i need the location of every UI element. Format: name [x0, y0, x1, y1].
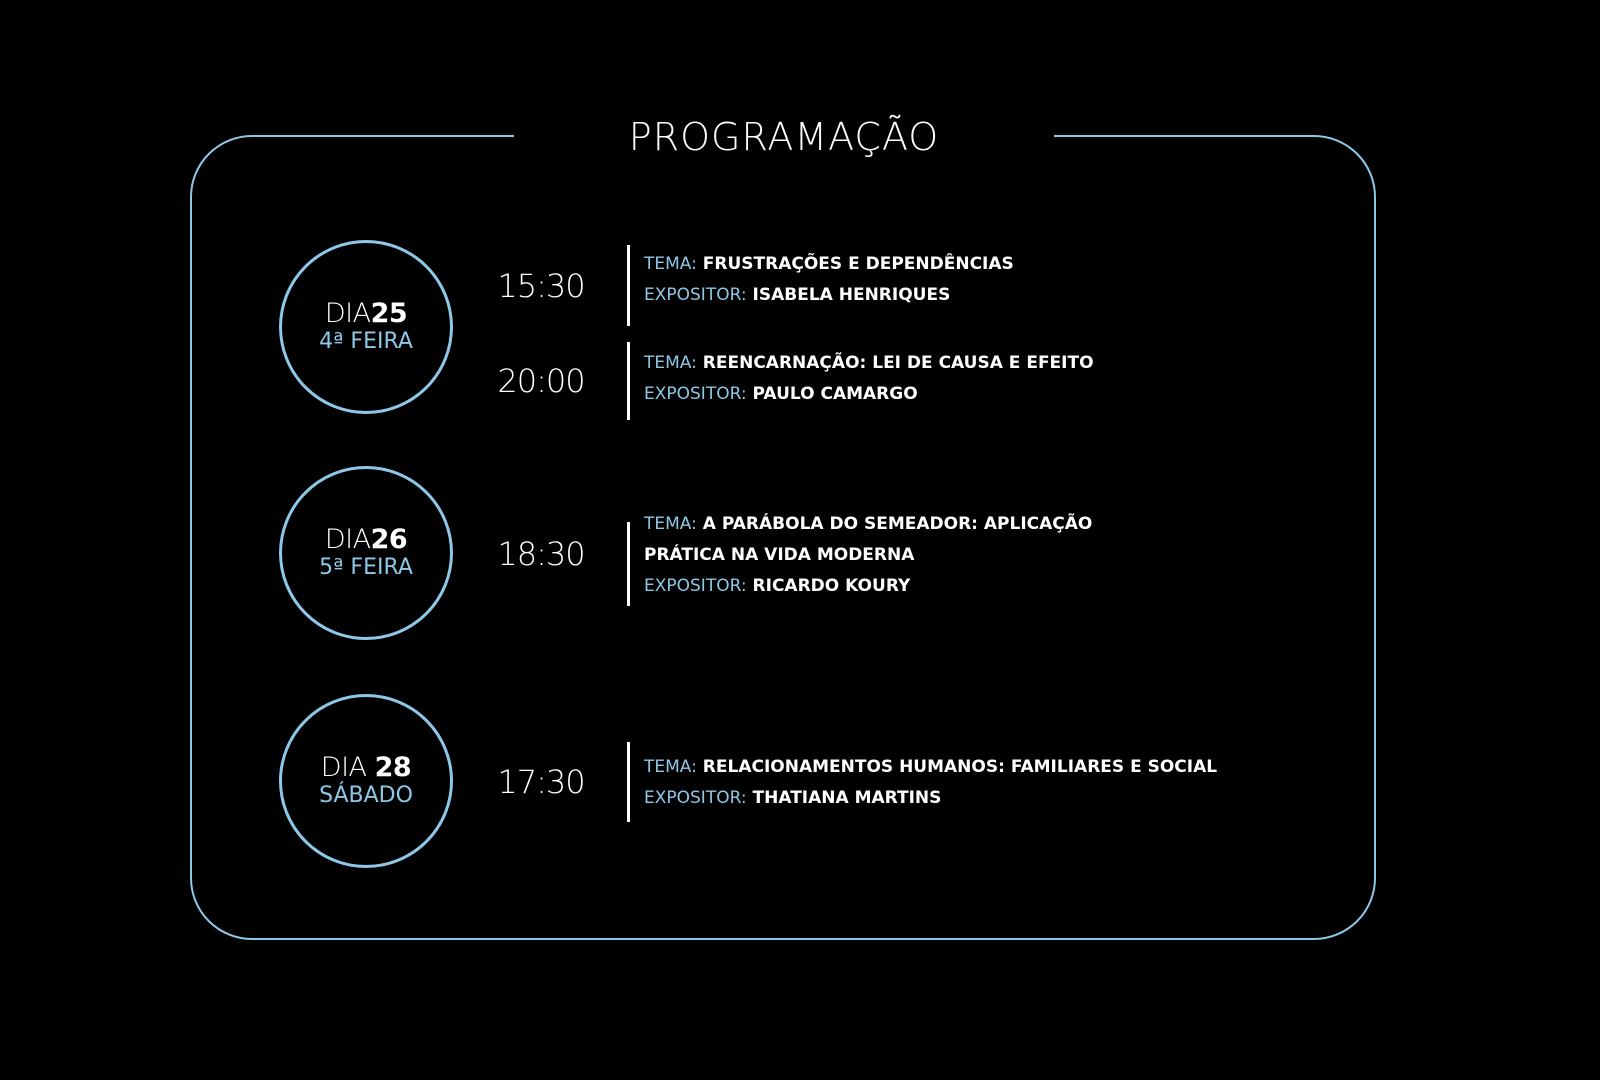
tema-row: TEMA: REENCARNAÇÃO: LEI DE CAUSA E EFEIT… [644, 348, 1094, 379]
divider [627, 742, 630, 822]
tema-value: FRUSTRAÇÕES E DEPENDÊNCIAS [702, 254, 1014, 274]
session-time: 17:30 [497, 763, 585, 801]
weekday: 4ª FEIRA [319, 329, 413, 354]
tema-row: TEMA: RELACIONAMENTOS HUMANOS: FAMILIARE… [644, 752, 1217, 783]
weekday: SÁBADO [319, 783, 413, 808]
expositor-row: EXPOSITOR: ISABELA HENRIQUES [644, 280, 1014, 311]
expositor-label: EXPOSITOR: [644, 576, 747, 596]
session-details: TEMA: FRUSTRAÇÕES E DEPENDÊNCIAS EXPOSIT… [644, 249, 1014, 311]
expositor-label: EXPOSITOR: [644, 788, 747, 808]
session-time: 15:30 [497, 267, 585, 305]
dia-text: DIA [324, 298, 371, 329]
tema-label: TEMA: [644, 757, 697, 777]
tema-value: RELACIONAMENTOS HUMANOS: FAMILIARES E SO… [702, 757, 1218, 777]
session-details: TEMA: A PARÁBOLA DO SEMEADOR: APLICAÇÃO … [644, 509, 1092, 602]
expositor-value: PAULO CAMARGO [752, 384, 918, 404]
day-number: 26 [370, 524, 408, 555]
tema-row: TEMA: A PARÁBOLA DO SEMEADOR: APLICAÇÃO [644, 509, 1092, 540]
weekday: 5ª FEIRA [319, 555, 413, 580]
day-label: DIA26 [324, 524, 408, 555]
tema-value: A PARÁBOLA DO SEMEADOR: APLICAÇÃO [702, 514, 1093, 534]
divider [627, 245, 630, 326]
day-number: 25 [370, 298, 408, 329]
dia-text: DIA [324, 524, 371, 555]
expositor-label: EXPOSITOR: [644, 384, 747, 404]
tema-label: TEMA: [644, 353, 697, 373]
day-label: DIA 28 [320, 752, 412, 783]
tema-continued-row: PRÁTICA NA VIDA MODERNA [644, 545, 915, 565]
day-label: DIA25 [324, 298, 408, 329]
day-badge-25: DIA25 4ª FEIRA [279, 240, 453, 414]
expositor-value: RICARDO KOURY [752, 576, 911, 596]
expositor-row: EXPOSITOR: PAULO CAMARGO [644, 379, 1094, 410]
expositor-value: ISABELA HENRIQUES [752, 285, 951, 305]
session-time: 20:00 [497, 362, 585, 400]
day-badge-26: DIA26 5ª FEIRA [279, 466, 453, 640]
day-number: 28 [374, 752, 412, 783]
tema-label: TEMA: [644, 514, 697, 534]
divider [627, 522, 630, 606]
session-details: TEMA: RELACIONAMENTOS HUMANOS: FAMILIARE… [644, 752, 1217, 814]
expositor-label: EXPOSITOR: [644, 285, 747, 305]
page-title: PROGRAMAÇÃO [628, 115, 940, 159]
tema-row: TEMA: FRUSTRAÇÕES E DEPENDÊNCIAS [644, 249, 1014, 280]
divider [627, 342, 630, 420]
tema-value: REENCARNAÇÃO: LEI DE CAUSA E EFEITO [702, 353, 1094, 373]
title-gap [514, 120, 1054, 160]
expositor-value: THATIANA MARTINS [752, 788, 942, 808]
day-badge-28: DIA 28 SÁBADO [279, 694, 453, 868]
session-time: 18:30 [497, 535, 585, 573]
expositor-row: EXPOSITOR: RICARDO KOURY [644, 571, 1092, 602]
dia-text: DIA [320, 752, 367, 783]
session-details: TEMA: REENCARNAÇÃO: LEI DE CAUSA E EFEIT… [644, 348, 1094, 410]
tema-label: TEMA: [644, 254, 697, 274]
expositor-row: EXPOSITOR: THATIANA MARTINS [644, 783, 1217, 814]
